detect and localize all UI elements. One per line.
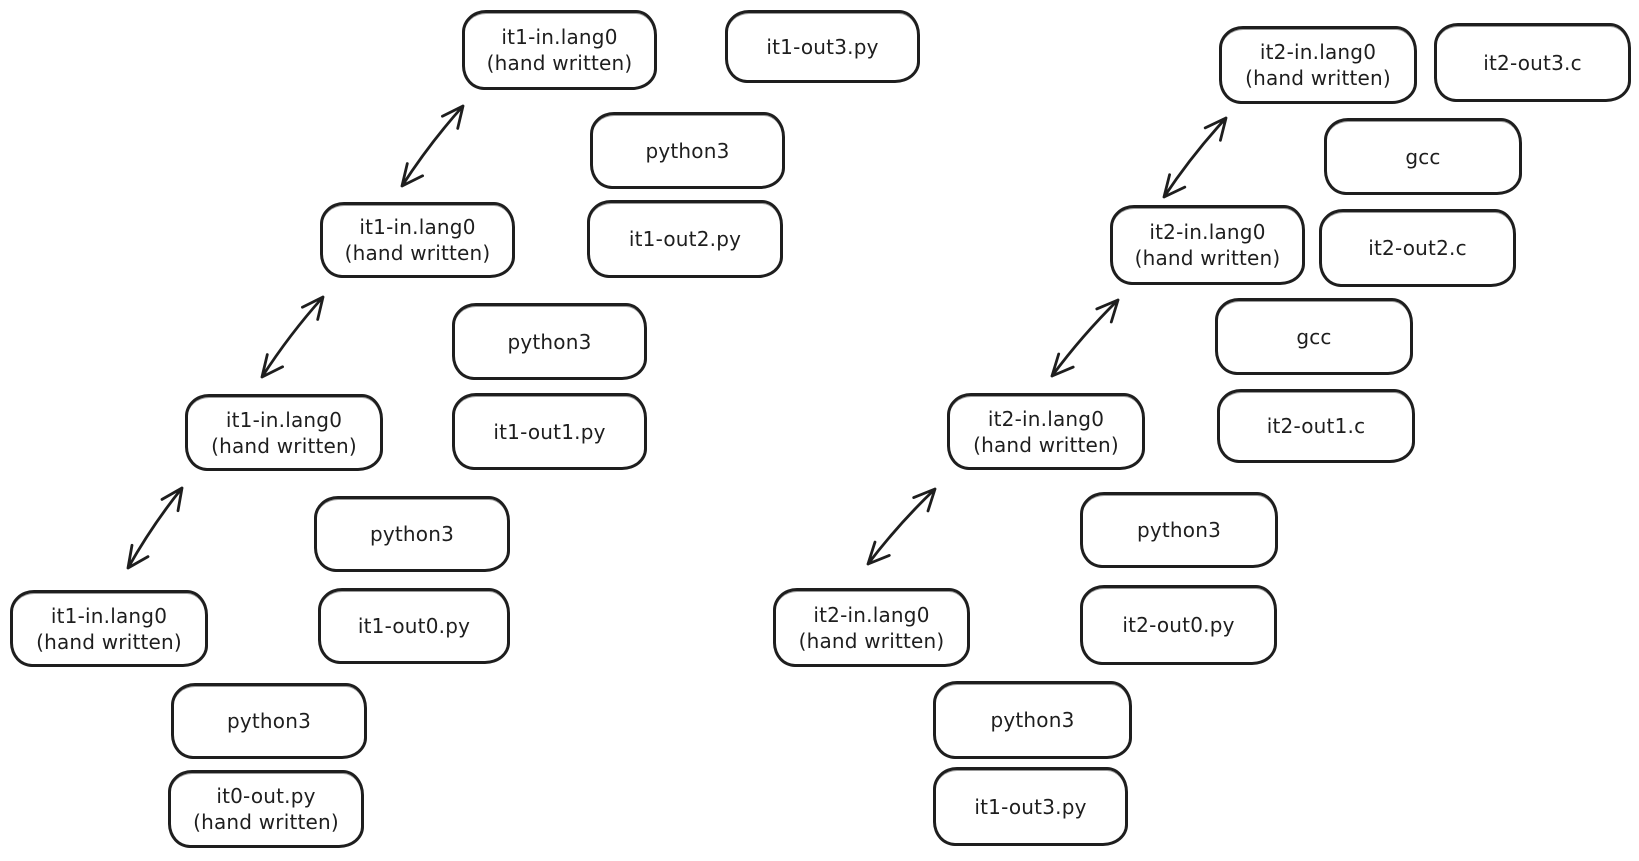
node-label: it2-out2.c xyxy=(1368,236,1467,260)
node-label: it1-out2.py xyxy=(628,227,742,251)
node-python3-l1[interactable]: python3 xyxy=(314,496,510,572)
node-label: it1-out0.py xyxy=(357,614,471,638)
node-gcc-r3[interactable]: gcc xyxy=(1324,118,1522,195)
node-label: gcc xyxy=(1405,144,1441,169)
node-it1-in-gen0[interactable]: it1-in.lang0(hand written) xyxy=(10,590,208,667)
node-label: python3 xyxy=(226,709,312,733)
arrow-it2-gen2-gen3[interactable] xyxy=(1162,116,1228,199)
node-label: it0-out.py(hand written) xyxy=(193,784,339,834)
node-label: python3 xyxy=(507,329,592,354)
node-it2-out0[interactable]: it2-out0.py xyxy=(1080,585,1277,665)
node-it1-in-gen2[interactable]: it1-in.lang0(hand written) xyxy=(320,202,515,278)
node-label: it2-out1.c xyxy=(1266,414,1366,438)
node-it2-in-gen1[interactable]: it2-in.lang0(hand written) xyxy=(947,393,1145,470)
node-label: it2-out0.py xyxy=(1122,613,1235,637)
node-label: it2-out3.c xyxy=(1483,50,1582,75)
node-label: python3 xyxy=(645,138,730,163)
node-it2-in-gen3[interactable]: it2-in.lang0(hand written) xyxy=(1219,26,1417,104)
node-it2-in-gen2[interactable]: it2-in.lang0(hand written) xyxy=(1110,205,1305,285)
arrow-it1-gen0-gen1[interactable] xyxy=(126,486,184,570)
node-label: it1-out3.py xyxy=(766,34,879,59)
node-label: it1-out3.py xyxy=(974,794,1087,819)
node-label: python3 xyxy=(1136,518,1222,542)
arrow-it2-gen1-gen2[interactable] xyxy=(1050,298,1120,378)
arrow-it2-gen0-gen1[interactable] xyxy=(866,487,937,566)
node-it1-out3[interactable]: it1-out3.py xyxy=(725,10,920,83)
node-label: it2-in.lang0(hand written) xyxy=(1245,40,1391,90)
node-it1-in-gen3[interactable]: it1-in.lang0(hand written) xyxy=(462,10,657,90)
node-label: it1-out1.py xyxy=(493,419,606,444)
node-label: it1-in.lang0(hand written) xyxy=(344,215,491,265)
node-python3-r0[interactable]: python3 xyxy=(933,681,1132,759)
node-it2-in-gen0[interactable]: it2-in.lang0(hand written) xyxy=(773,588,970,667)
node-it2-out1[interactable]: it2-out1.c xyxy=(1217,389,1415,463)
node-label: it2-in.lang0(hand written) xyxy=(1134,220,1281,270)
arrow-it1-gen2-gen3[interactable] xyxy=(400,104,465,188)
node-label: it2-in.lang0(hand written) xyxy=(973,406,1119,457)
node-it1-out1[interactable]: it1-out1.py xyxy=(452,393,647,470)
node-it2-out3[interactable]: it2-out3.c xyxy=(1434,23,1631,102)
node-label: it1-in.lang0(hand written) xyxy=(211,407,357,458)
node-gcc-r2[interactable]: gcc xyxy=(1215,298,1413,375)
node-python3-l2[interactable]: python3 xyxy=(452,303,647,380)
node-it1-out0[interactable]: it1-out0.py xyxy=(318,588,510,664)
node-it2-out2[interactable]: it2-out2.c xyxy=(1319,209,1516,287)
node-python3-r1[interactable]: python3 xyxy=(1080,492,1278,568)
node-label: python3 xyxy=(369,522,455,546)
node-label: gcc xyxy=(1296,324,1332,349)
node-label: python3 xyxy=(990,708,1075,732)
node-label: it1-in.lang0(hand written) xyxy=(36,603,182,654)
node-label: it2-in.lang0(hand written) xyxy=(798,602,945,653)
node-python3-l0[interactable]: python3 xyxy=(171,683,367,759)
node-it0-out[interactable]: it0-out.py(hand written) xyxy=(168,770,364,848)
node-it1-out3-seed[interactable]: it1-out3.py xyxy=(933,767,1128,846)
node-label: it1-in.lang0(hand written) xyxy=(486,25,633,75)
node-it1-out2[interactable]: it1-out2.py xyxy=(587,200,783,278)
node-it1-in-gen1[interactable]: it1-in.lang0(hand written) xyxy=(185,394,383,471)
node-python3-l3[interactable]: python3 xyxy=(590,112,785,189)
arrow-it1-gen1-gen2[interactable] xyxy=(260,295,325,379)
